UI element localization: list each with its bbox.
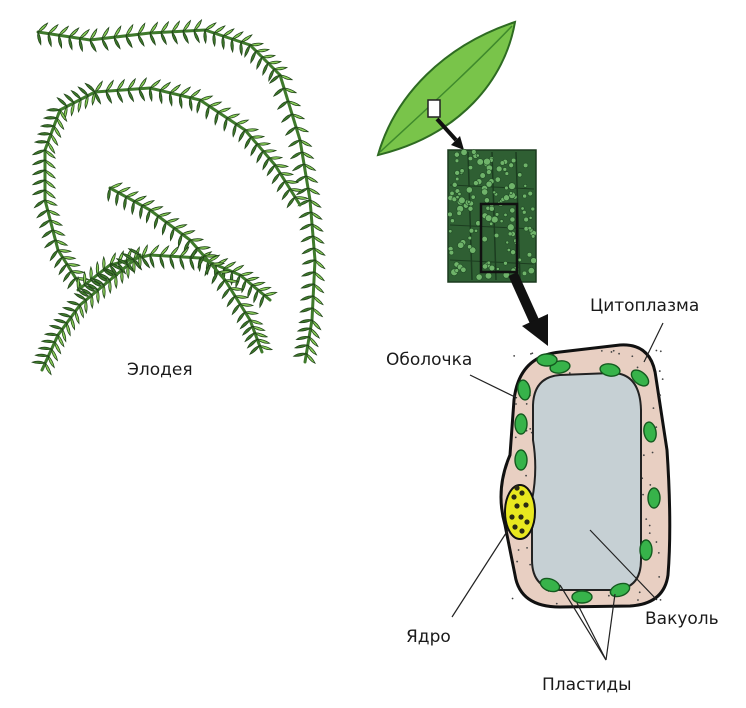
elodea-plant-illustration [31, 19, 326, 376]
cytoplasm-label: Цитоплазма [590, 296, 700, 316]
nucleus [504, 484, 536, 540]
arrow-icon [508, 271, 548, 346]
arrow-icon [435, 117, 464, 150]
label-leader-lines [451, 322, 664, 661]
leaf-icon [376, 20, 517, 157]
vacuole-label: Вакуоль [645, 609, 719, 629]
nucleus-label: Ядро [406, 627, 451, 647]
leaf-tissue-micrograph [447, 148, 537, 283]
plant-cell [499, 343, 672, 609]
plant-label: Элодея [127, 360, 193, 380]
membrane-label: Оболочка [386, 350, 473, 370]
plastids-label: Пластиды [542, 675, 632, 695]
vacuole [531, 371, 642, 591]
